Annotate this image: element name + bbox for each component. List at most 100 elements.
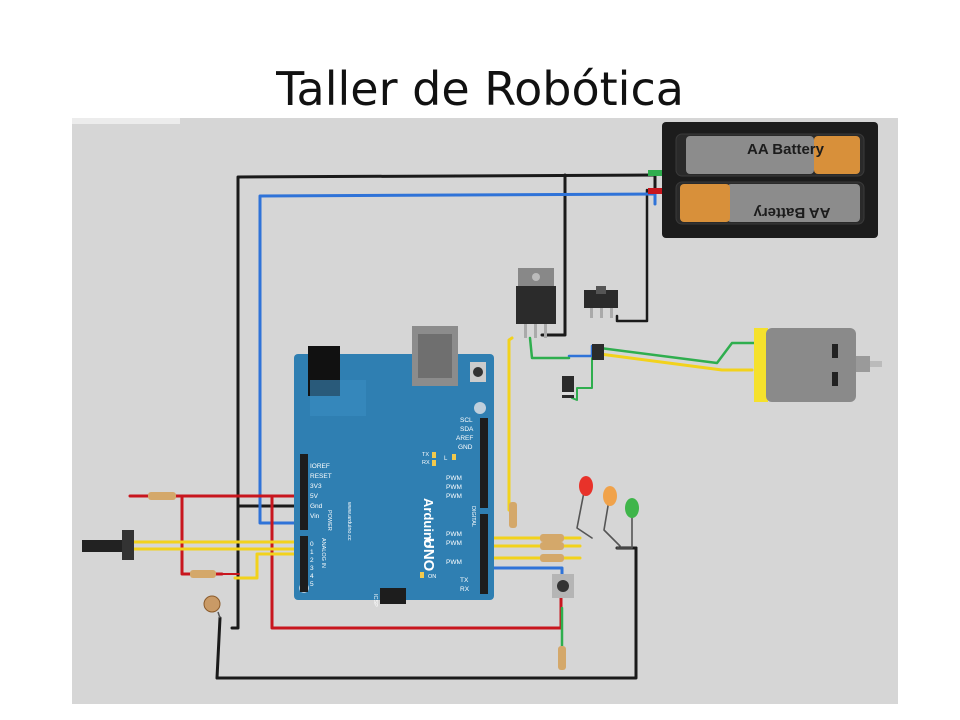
resistor-ldr bbox=[190, 570, 216, 578]
rx-led-label: RX bbox=[422, 460, 430, 466]
battery-pack: AA Battery AA Battery bbox=[648, 122, 878, 238]
battery-cell-top-cap bbox=[814, 136, 860, 174]
wire-yellow-ldr bbox=[233, 552, 306, 580]
resistor-button bbox=[558, 646, 566, 670]
pin-a1: 1 bbox=[310, 549, 314, 556]
ldr-leg bbox=[217, 611, 221, 619]
pin-a4: 4 bbox=[310, 573, 314, 580]
wire-black-left-rail bbox=[230, 173, 657, 630]
switch-pin-1 bbox=[590, 308, 593, 318]
digital-header-low bbox=[480, 514, 488, 594]
wire-black-regulator bbox=[540, 173, 567, 337]
pwm-label-5: PWM bbox=[446, 540, 462, 547]
mount-hole-1 bbox=[474, 402, 486, 414]
analog-header-label: ANALOG IN bbox=[320, 538, 326, 568]
pushbutton-cap bbox=[557, 580, 569, 592]
pin-gnd-top: GND bbox=[458, 444, 473, 451]
wire-black-switch bbox=[615, 188, 649, 323]
circuit-svg: AA Battery AA Battery bbox=[72, 118, 898, 704]
pin-gnd: Gnd bbox=[310, 503, 323, 510]
wire-blue-vin bbox=[258, 192, 657, 525]
website-label: www.arduino.cc bbox=[346, 501, 352, 541]
slide-title: Taller de Robótica bbox=[276, 62, 684, 116]
battery-cell-bottom bbox=[727, 184, 860, 222]
l-led bbox=[452, 454, 456, 460]
regulator-body bbox=[516, 286, 556, 324]
regulator-pin-3 bbox=[544, 324, 547, 338]
pwm-label-1: PWM bbox=[446, 475, 462, 482]
resistor-motor bbox=[509, 502, 517, 528]
rx-label: RX bbox=[460, 586, 470, 593]
led-green bbox=[625, 498, 639, 518]
leds bbox=[579, 476, 639, 518]
board-traces bbox=[310, 380, 366, 416]
wire-yellow-motor-pwm bbox=[507, 336, 514, 512]
pin-3v3: 3V3 bbox=[310, 483, 322, 490]
wire-green-motor bbox=[598, 341, 756, 365]
pin-a5: 5 bbox=[310, 581, 314, 588]
battery-cell-bottom-cap bbox=[680, 184, 730, 222]
regulator-pin-2 bbox=[534, 324, 537, 338]
resistors bbox=[148, 492, 566, 670]
push-button bbox=[552, 574, 574, 598]
voltage-regulator bbox=[516, 268, 556, 338]
switch-pin-2 bbox=[600, 308, 603, 318]
pin-reset: RESET bbox=[310, 473, 332, 480]
resistor-led-1 bbox=[540, 534, 564, 542]
pin-ioref: IOREF bbox=[310, 463, 330, 470]
diode-band bbox=[562, 392, 574, 395]
led-green-legs bbox=[616, 512, 633, 549]
pin-sda: SDA bbox=[460, 426, 474, 433]
digital-header-label: DIGITAL bbox=[470, 506, 476, 527]
pot-shaft bbox=[82, 540, 124, 552]
battery-label-bottom: AA Battery bbox=[753, 204, 831, 221]
motor-shaft bbox=[870, 361, 882, 367]
pin-a0: 0 bbox=[310, 541, 314, 548]
l-led-label: L bbox=[444, 456, 448, 462]
brand-label: Arduino bbox=[421, 498, 436, 548]
ldr-body bbox=[203, 595, 221, 613]
motor-slot-2 bbox=[832, 372, 838, 386]
power-header bbox=[300, 454, 308, 530]
tx-label: TX bbox=[460, 577, 469, 584]
battery-cell-top bbox=[686, 136, 814, 174]
wire-yellow-motor-1 bbox=[598, 352, 754, 372]
circuit-diagram: AA Battery AA Battery bbox=[72, 118, 898, 704]
regulator-hole bbox=[532, 273, 540, 281]
potentiometer bbox=[82, 530, 134, 560]
battery-terminal-pos bbox=[648, 188, 662, 194]
led-red bbox=[579, 476, 593, 496]
switch-body bbox=[584, 290, 618, 308]
arduino-uno-board: IOREF RESET 3V3 5V Gnd Vin POWER ANALOG … bbox=[294, 326, 494, 607]
model-label: UNO bbox=[420, 538, 437, 572]
pin-5v: 5V bbox=[310, 493, 319, 500]
pot-body bbox=[122, 530, 134, 560]
led-yellow-legs bbox=[603, 499, 621, 547]
battery-terminal-neg bbox=[648, 170, 662, 176]
pwm-label-3: PWM bbox=[446, 493, 462, 500]
wire-black-bottom bbox=[215, 546, 638, 680]
pin-aref: AREF bbox=[456, 435, 473, 442]
analog-header bbox=[300, 536, 308, 592]
toolbar-remnant bbox=[72, 118, 180, 124]
motor-end-cap bbox=[754, 328, 768, 402]
transistor bbox=[592, 344, 604, 360]
motor-body bbox=[766, 328, 856, 402]
regulator-pin-1 bbox=[524, 324, 527, 338]
battery-label-top: AA Battery bbox=[747, 141, 825, 158]
pwm-label-4: PWM bbox=[446, 531, 462, 538]
wires bbox=[128, 173, 756, 680]
pwm-label-6: PWM bbox=[446, 559, 462, 566]
resistor-led-2 bbox=[540, 542, 564, 550]
resistor-pot bbox=[148, 492, 176, 500]
pin-a2: 2 bbox=[310, 557, 314, 564]
dc-motor bbox=[754, 328, 882, 402]
tx-led-label: TX bbox=[422, 452, 429, 458]
led-red-legs bbox=[576, 491, 593, 539]
power-header-label: POWER bbox=[326, 510, 332, 531]
resistor-led-3 bbox=[540, 554, 564, 562]
pin-a3: 3 bbox=[310, 565, 314, 572]
rx-led bbox=[432, 460, 436, 466]
on-led-label: ON bbox=[428, 574, 436, 580]
tx-led bbox=[432, 452, 436, 458]
